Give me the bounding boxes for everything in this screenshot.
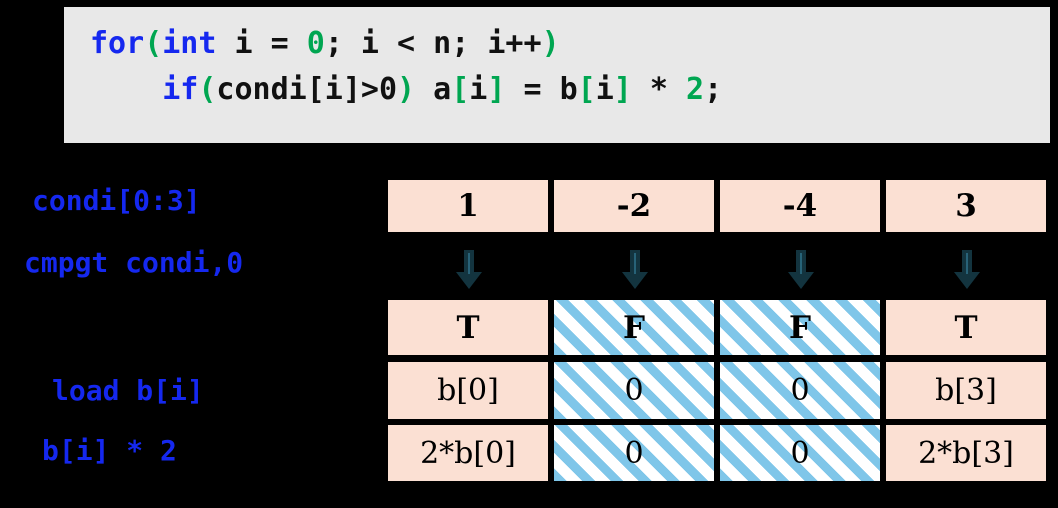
cell-text: 0 bbox=[624, 435, 644, 471]
code-token: ( bbox=[144, 26, 163, 61]
cell-condi-values-lane2: -4 bbox=[718, 178, 882, 234]
cell-mask-values-lane3: T bbox=[884, 298, 1048, 357]
code-token: for bbox=[90, 26, 145, 61]
down-arrow-icon bbox=[455, 250, 483, 290]
cell-text: F bbox=[622, 309, 645, 346]
cell-text: -4 bbox=[782, 188, 818, 224]
code-token: [ bbox=[306, 72, 325, 107]
cell-text: 2*b[3] bbox=[918, 435, 1014, 471]
code-token: condi bbox=[216, 72, 307, 107]
cell-text: 0 bbox=[790, 435, 810, 471]
row-label-condi: condi[0:3] bbox=[32, 184, 201, 217]
cell-condi-values-lane0: 1 bbox=[386, 178, 550, 234]
row-label-cmpgt: cmpgt condi,0 bbox=[24, 246, 244, 279]
code-token: ]>0 bbox=[342, 72, 398, 107]
row-label-load: load b[i] bbox=[52, 374, 204, 407]
code-token: ) bbox=[541, 26, 560, 61]
code-line-if: if(condi[i]>0) a[i] = b[i] * 2; bbox=[90, 67, 1050, 113]
code-block: for(int i = 0; i < n; i++) if(condi[i]>0… bbox=[64, 7, 1050, 143]
down-arrow-icon bbox=[953, 250, 981, 290]
row-label-mul: b[i] * 2 bbox=[42, 434, 177, 467]
cell-text: 2*b[0] bbox=[420, 435, 516, 471]
code-line-for: for(int i = 0; i < n; i++) bbox=[90, 21, 1050, 67]
code-token: ) bbox=[397, 72, 416, 107]
code-token: i bbox=[595, 72, 614, 107]
code-token: ] bbox=[487, 72, 506, 107]
down-arrow-icon bbox=[621, 250, 649, 290]
cell-load-values-lane1: 0 bbox=[552, 360, 716, 421]
code-token: i bbox=[324, 72, 343, 107]
code-token: i bbox=[469, 72, 488, 107]
code-token: ; bbox=[704, 72, 723, 107]
cell-mask-values-lane1: F bbox=[552, 298, 716, 357]
down-arrow-icon bbox=[787, 250, 815, 290]
cell-mul-values-lane0: 2*b[0] bbox=[386, 423, 550, 483]
cell-text: 3 bbox=[955, 188, 977, 224]
cell-mul-values-lane3: 2*b[3] bbox=[884, 423, 1048, 483]
cell-text: b[0] bbox=[437, 373, 499, 408]
cell-text: 0 bbox=[790, 373, 810, 408]
cell-load-values-lane3: b[3] bbox=[884, 360, 1048, 421]
code-token: if bbox=[162, 72, 199, 107]
code-token: = b bbox=[505, 72, 578, 107]
code-token: 0 bbox=[306, 26, 325, 61]
cell-mask-values-lane2: F bbox=[718, 298, 882, 357]
cell-load-values-lane2: 0 bbox=[718, 360, 882, 421]
cell-text: 0 bbox=[624, 373, 644, 408]
cell-mask-values-lane0: T bbox=[386, 298, 550, 357]
cell-text: 1 bbox=[457, 188, 479, 224]
code-token: int bbox=[162, 26, 217, 61]
cell-text: -2 bbox=[616, 188, 652, 224]
cell-load-values-lane0: b[0] bbox=[386, 360, 550, 421]
cell-condi-values-lane1: -2 bbox=[552, 178, 716, 234]
code-token: ] bbox=[613, 72, 632, 107]
code-token: a bbox=[415, 72, 452, 107]
cell-mul-values-lane2: 0 bbox=[718, 423, 882, 483]
code-token: 2 bbox=[686, 72, 705, 107]
code-token: [ bbox=[577, 72, 596, 107]
code-token: ; i < n; i++ bbox=[324, 26, 542, 61]
cell-mul-values-lane1: 0 bbox=[552, 423, 716, 483]
cell-text: b[3] bbox=[935, 373, 997, 408]
code-token: i = bbox=[216, 26, 307, 61]
cell-text: F bbox=[788, 309, 811, 346]
code-token: ( bbox=[198, 72, 217, 107]
code-token: * bbox=[631, 72, 687, 107]
cell-text: T bbox=[954, 309, 978, 346]
code-token: [ bbox=[451, 72, 470, 107]
cell-text: T bbox=[456, 309, 480, 346]
cell-condi-values-lane3: 3 bbox=[884, 178, 1048, 234]
